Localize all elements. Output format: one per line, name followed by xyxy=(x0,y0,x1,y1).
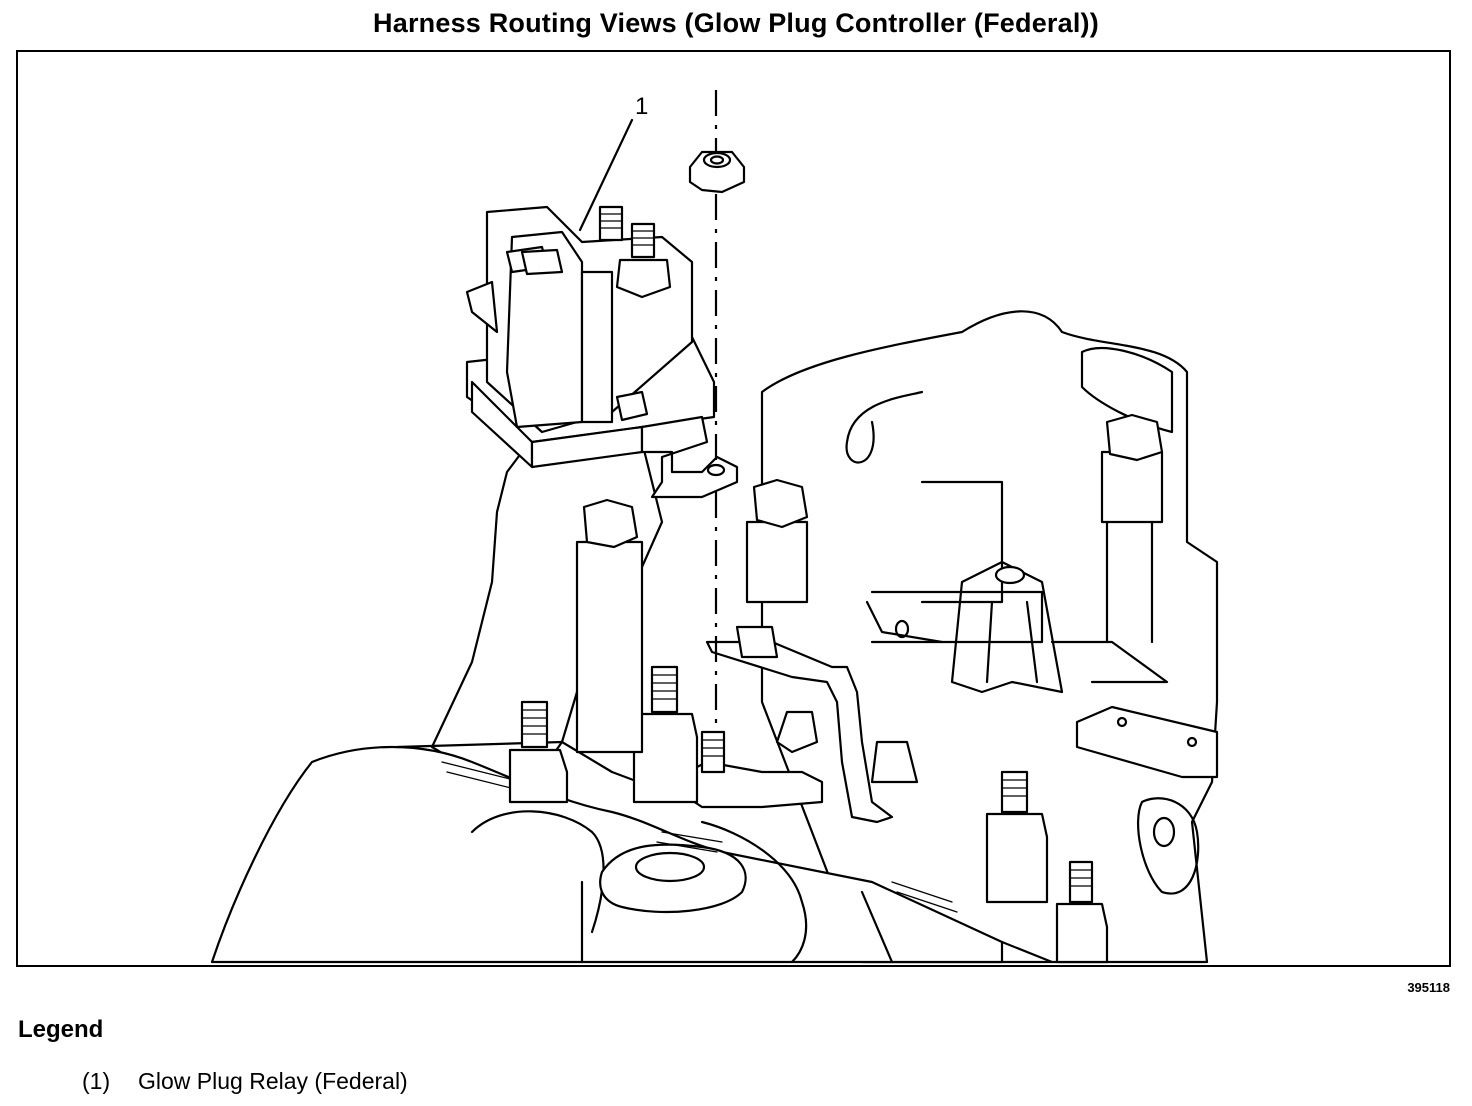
engine-illustration: 1 xyxy=(210,90,1219,964)
glow-plug-relay xyxy=(465,205,739,499)
callout-leader-1 xyxy=(578,118,634,232)
callout-number-1: 1 xyxy=(635,93,648,120)
figure-id: 395118 xyxy=(1407,980,1450,995)
diagram-title: Harness Routing Views (Glow Plug Control… xyxy=(373,8,1099,38)
legend-item-label: Glow Plug Relay (Federal) xyxy=(138,1068,408,1094)
relay-nut xyxy=(688,150,746,194)
legend-title: Legend xyxy=(18,1016,104,1043)
harness-bracket xyxy=(705,640,894,824)
legend-item-number: (1) xyxy=(82,1068,111,1094)
illustration-frame: 1 xyxy=(16,50,1451,967)
studs xyxy=(508,665,1109,964)
legend-item: (1) Glow Plug Relay (Federal) xyxy=(82,1068,408,1095)
bolt-columns xyxy=(575,413,1164,754)
